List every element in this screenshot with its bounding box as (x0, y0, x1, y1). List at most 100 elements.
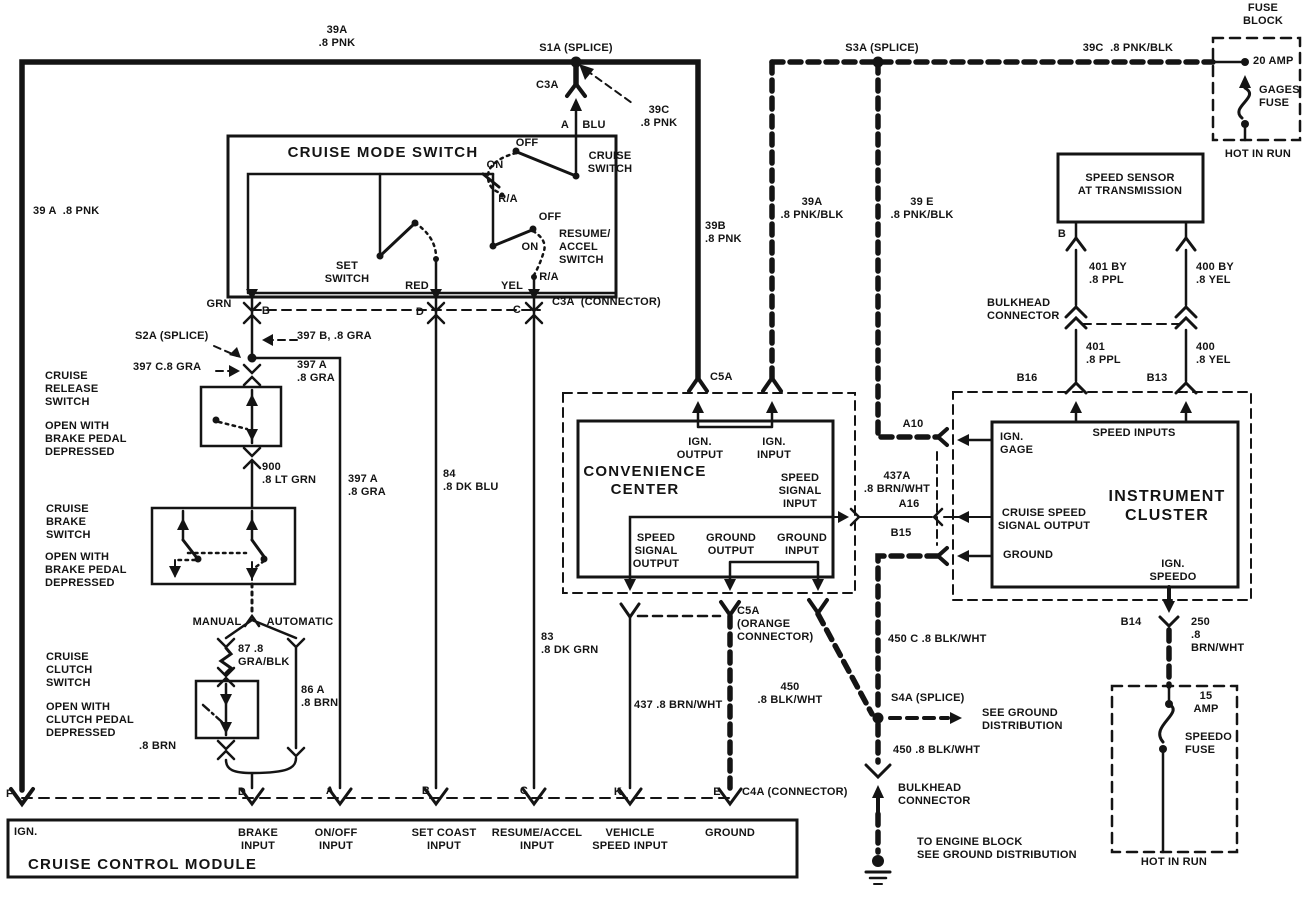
wire-blu: BLU (582, 119, 606, 131)
wire-86a: 86 A .8 BRN (301, 684, 339, 709)
cruise-mode-switch-title: CRUISE MODE SWITCH (287, 144, 479, 161)
module-onoff-input: ON/OFF INPUT (314, 827, 358, 852)
ic-speed-inputs: SPEED INPUTS (1092, 427, 1176, 439)
wire-83: 83 .8 DK GRN (541, 631, 599, 656)
open-with-brake-1: OPEN WITH BRAKE PEDAL DEPRESSED (45, 420, 127, 458)
module-terminal-e: E (713, 786, 721, 798)
cruise-clutch-switch: CRUISE CLUTCH SWITCH (46, 651, 93, 689)
hot-in-run-bottom: HOT IN RUN (1140, 856, 1208, 868)
hot-in-run-top: HOT IN RUN (1224, 148, 1292, 160)
wire-450c: 450 C .8 BLK/WHT (888, 633, 987, 645)
wire-39c-pnkblk: 39C .8 PNK/BLK (1082, 42, 1174, 54)
wire-grn: GRN (206, 298, 232, 310)
wire-84: 84 .8 DK BLU (443, 468, 499, 493)
module-terminal-c: C (519, 785, 529, 797)
cruise-release-switch: CRUISE RELEASE SWITCH (45, 370, 99, 408)
set-switch: SET SWITCH (324, 260, 370, 285)
cruise-brake-switch: CRUISE BRAKE SWITCH (46, 503, 91, 541)
terminal-b13: B13 (1146, 372, 1168, 384)
wire-397c: 397 C.8 GRA (133, 361, 202, 373)
connector-c5a-orange: C5A (ORANGE CONNECTOR) (737, 605, 814, 643)
wire-397a-2: 397 A .8 GRA (348, 473, 386, 498)
connector-c3a-top: C3A (536, 79, 559, 91)
to-engine-block: TO ENGINE BLOCK SEE GROUND DISTRIBUTION (917, 836, 1077, 861)
signal-wires (218, 60, 1252, 854)
module-ign: IGN. (14, 826, 38, 838)
wire-400by: 400 BY .8 YEL (1196, 261, 1234, 286)
pos-on-2: ON (521, 241, 539, 253)
wire-437a: 437A .8 BRN/WHT (863, 470, 931, 495)
connector-c3a: C3A (CONNECTOR) (552, 296, 661, 308)
module-terminal-k: K (613, 786, 623, 798)
switch-internals (174, 150, 578, 737)
pos-automatic: AUTOMATIC (266, 616, 334, 628)
connector-c4a: C4A (CONNECTOR) (742, 786, 848, 798)
cc-ign-output: IGN. OUTPUT (676, 436, 724, 461)
pos-manual: MANUAL (192, 616, 242, 628)
wire-397b: 397 B, .8 GRA (297, 330, 372, 342)
gages-fuse: GAGES FUSE (1259, 84, 1300, 109)
wire-900: 900 .8 LT GRN (262, 461, 317, 486)
pos-ra-2: R/A (539, 271, 559, 283)
splices-and-contacts (194, 56, 1249, 867)
cruise-control-module-title: CRUISE CONTROL MODULE (28, 856, 258, 873)
wire-39a-pnkblk: 39A .8 PNK/BLK (780, 196, 844, 221)
ic-cruise-speed-signal-output: CRUISE SPEED SIGNAL OUTPUT (997, 507, 1091, 532)
wire-450-2: 450 .8 BLK/WHT (893, 744, 981, 756)
ic-ground: GROUND (1003, 549, 1054, 561)
power-wires-dashed (727, 59, 1216, 855)
fuse-15amp: 15 AMP (1193, 690, 1219, 715)
cc-speed-signal-input: SPEED SIGNAL INPUT (778, 472, 822, 510)
module-ground: GROUND (704, 827, 756, 839)
connector-symbols (9, 236, 1198, 808)
c3a-terminal-c: C (512, 304, 522, 316)
wire-39a-top: 39A .8 PNK (318, 24, 356, 49)
pos-off-1: OFF (515, 137, 539, 149)
splice-s1a: S1A (SPLICE) (539, 42, 613, 54)
c3a-terminal-d: D (415, 306, 425, 318)
fuse-block-title: FUSE BLOCK (1242, 2, 1284, 27)
speed-sensor-title: SPEED SENSOR AT TRANSMISSION (1077, 172, 1183, 197)
connector-c5a-top: C5A (710, 371, 733, 383)
wire-87: 87 .8 GRA/BLK (238, 643, 290, 668)
wire-450: 450 .8 BLK/WHT (757, 681, 823, 706)
module-terminal-d: D (237, 786, 247, 798)
wire-437: 437 .8 BRN/WHT (634, 699, 723, 711)
flow-arrows (169, 64, 1251, 816)
open-with-clutch: OPEN WITH CLUTCH PEDAL DEPRESSED (46, 701, 134, 739)
terminal-b14: B14 (1120, 616, 1142, 628)
c3a-terminal-b: B (261, 305, 271, 317)
module-resumeaccel-input: RESUME/ACCEL INPUT (491, 827, 583, 852)
wire-red: RED (405, 280, 429, 292)
cc-speed-signal-output: SPEED SIGNAL OUTPUT (632, 532, 680, 570)
speedo-fuse: SPEEDO FUSE (1185, 731, 1233, 756)
wire-39a-left: 39 A .8 PNK (33, 205, 100, 217)
pos-ra-1: R/A (498, 193, 518, 205)
wire-39c-pnk: 39C .8 PNK (640, 104, 678, 129)
fuse-20amp: 20 AMP (1253, 55, 1294, 67)
ic-ign-gage: IGN. GAGE (1000, 431, 1034, 456)
terminal-a10: A10 (902, 418, 924, 430)
wire-39e: 39 E .8 PNK/BLK (890, 196, 954, 221)
module-terminal-f: F (6, 788, 13, 800)
wire-401by: 401 BY .8 PPL (1089, 261, 1127, 286)
bulkhead-connector-upper: BULKHEAD CONNECTOR (987, 297, 1060, 322)
wire-400: 400 .8 YEL (1196, 341, 1231, 366)
wire-397a-1: 397 A .8 GRA (297, 359, 335, 384)
splice-s2a: S2A (SPLICE) (135, 330, 209, 342)
cruise-switch: CRUISE SWITCH (587, 150, 633, 175)
splice-s4a: S4A (SPLICE) (891, 692, 965, 704)
sensor-terminal-b: B (1057, 228, 1067, 240)
leader-lines (213, 69, 633, 372)
wire-401: 401 .8 PPL (1086, 341, 1121, 366)
cc-ground-input: GROUND INPUT (776, 532, 828, 557)
pos-off-2: OFF (538, 211, 562, 223)
component-boxes (6, 134, 1240, 879)
terminal-a: A (560, 119, 570, 131)
terminal-b15: B15 (890, 527, 912, 539)
module-vehicle-speed-input: VEHICLE SPEED INPUT (592, 827, 668, 852)
pos-on-1: ON (486, 159, 504, 171)
connector-lines (21, 309, 1181, 799)
